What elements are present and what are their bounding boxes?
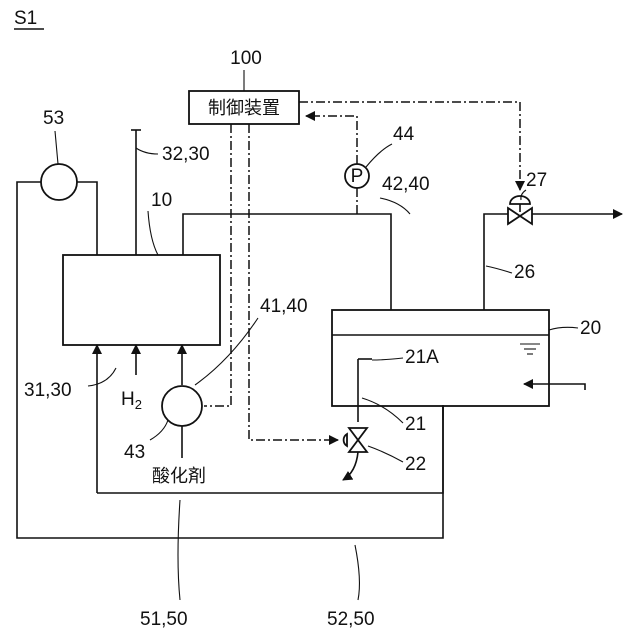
label-10: 10 (151, 190, 172, 211)
leader-26 (486, 266, 512, 273)
signal-from-pressure-sensor (306, 116, 357, 164)
label-26: 26 (514, 262, 535, 283)
oxidant-label: 酸化剤 (152, 466, 206, 487)
controller-ref: 100 (230, 48, 262, 69)
circulation-pump-53 (41, 164, 77, 200)
figure-label: S1 (14, 8, 37, 29)
leader-52-50 (355, 545, 359, 600)
label-21A: 21A (405, 347, 439, 368)
label-41-40: 41,40 (260, 296, 308, 317)
label-53: 53 (43, 108, 64, 129)
fuel-cell-box (63, 255, 220, 345)
label-20: 20 (580, 318, 601, 339)
drain-valve-top (349, 428, 367, 440)
label-21: 21 (405, 414, 426, 435)
signal-to-drain-valve (249, 124, 338, 440)
label-43: 43 (124, 442, 145, 463)
leader-53 (55, 131, 58, 164)
drain-valve-actuator (344, 434, 347, 446)
leader-10 (148, 211, 158, 255)
label-22: 22 (405, 454, 426, 475)
pipe-pump-to-stack (77, 182, 97, 255)
label-27: 27 (526, 170, 547, 191)
leader-22 (368, 446, 403, 462)
leader-51-50 (178, 500, 180, 600)
vent-valve-right (520, 208, 532, 224)
leader-20 (549, 327, 578, 330)
leader-32-30 (136, 148, 158, 154)
leader-31-30 (88, 368, 116, 386)
drain-valve-bottom (349, 440, 367, 452)
label-42-40: 42,40 (382, 174, 430, 195)
leader-44 (366, 144, 392, 167)
hydrogen-label: H2 (121, 389, 142, 412)
label-44: 44 (393, 124, 415, 145)
leader-42-40 (380, 198, 410, 214)
label-32-30: 32,30 (162, 144, 210, 165)
vent-valve-actuator (510, 196, 530, 204)
label-51-50: 51,50 (140, 609, 188, 630)
controller-text: 制御装置 (208, 98, 280, 119)
drain-outlet (343, 452, 358, 480)
water-tank-20 (332, 310, 549, 406)
leader-43 (150, 420, 168, 440)
vent-pipe-26 (484, 214, 510, 310)
pipe-51-bottom (97, 405, 443, 493)
vent-valve-left (508, 208, 520, 224)
label-52-50: 52,50 (327, 609, 375, 630)
label-31-30: 31,30 (24, 380, 72, 401)
pressure-sensor-symbol: P (351, 166, 364, 187)
